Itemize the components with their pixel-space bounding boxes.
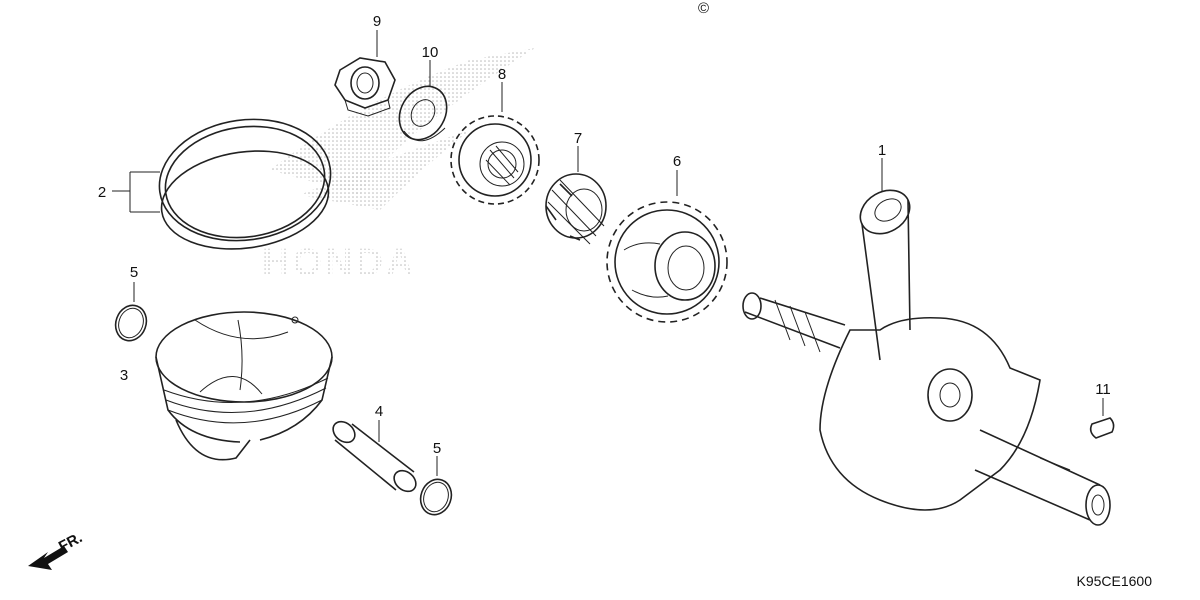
- balancer-gear-icon[interactable]: [450, 115, 540, 205]
- callout-9[interactable]: 9: [373, 13, 381, 30]
- piston-pin-clip-icon[interactable]: [111, 301, 152, 345]
- leader-2: [112, 171, 160, 213]
- lock-nut-icon[interactable]: [334, 57, 396, 117]
- callout-7[interactable]: 7: [574, 130, 582, 147]
- piston-rings-icon[interactable]: [151, 109, 338, 260]
- callout-2[interactable]: 2: [98, 184, 106, 201]
- woodruff-key-icon[interactable]: [1089, 417, 1115, 439]
- callout-3[interactable]: 3: [120, 367, 128, 384]
- callout-1[interactable]: 1: [878, 142, 886, 159]
- callouts: 1 2 3 4 5 5 6 7 8 9 10 11: [98, 13, 1111, 457]
- honda-watermark: HONDA: [262, 48, 535, 284]
- primary-gear-icon[interactable]: [606, 201, 728, 323]
- front-direction-arrow: FR.: [28, 529, 85, 570]
- piston-pin-icon[interactable]: [329, 417, 420, 495]
- callout-5-lower[interactable]: 5: [433, 440, 441, 457]
- callout-10[interactable]: 10: [422, 44, 439, 61]
- needle-bearing-icon[interactable]: [545, 173, 607, 245]
- callout-5-upper[interactable]: 5: [130, 264, 138, 281]
- diagram-code: K95CE1600: [1076, 573, 1152, 589]
- crankshaft-icon[interactable]: [742, 182, 1111, 526]
- callout-4[interactable]: 4: [375, 403, 383, 420]
- copyright-symbol: ©: [698, 0, 709, 17]
- callout-8[interactable]: 8: [498, 66, 506, 83]
- watermark-text: HONDA: [262, 242, 416, 284]
- piston-icon[interactable]: [155, 311, 333, 461]
- callout-6[interactable]: 6: [673, 153, 681, 170]
- callout-11[interactable]: 11: [1095, 381, 1111, 398]
- piston-pin-clip-icon-lower[interactable]: [416, 475, 457, 519]
- washer-icon[interactable]: [390, 78, 456, 148]
